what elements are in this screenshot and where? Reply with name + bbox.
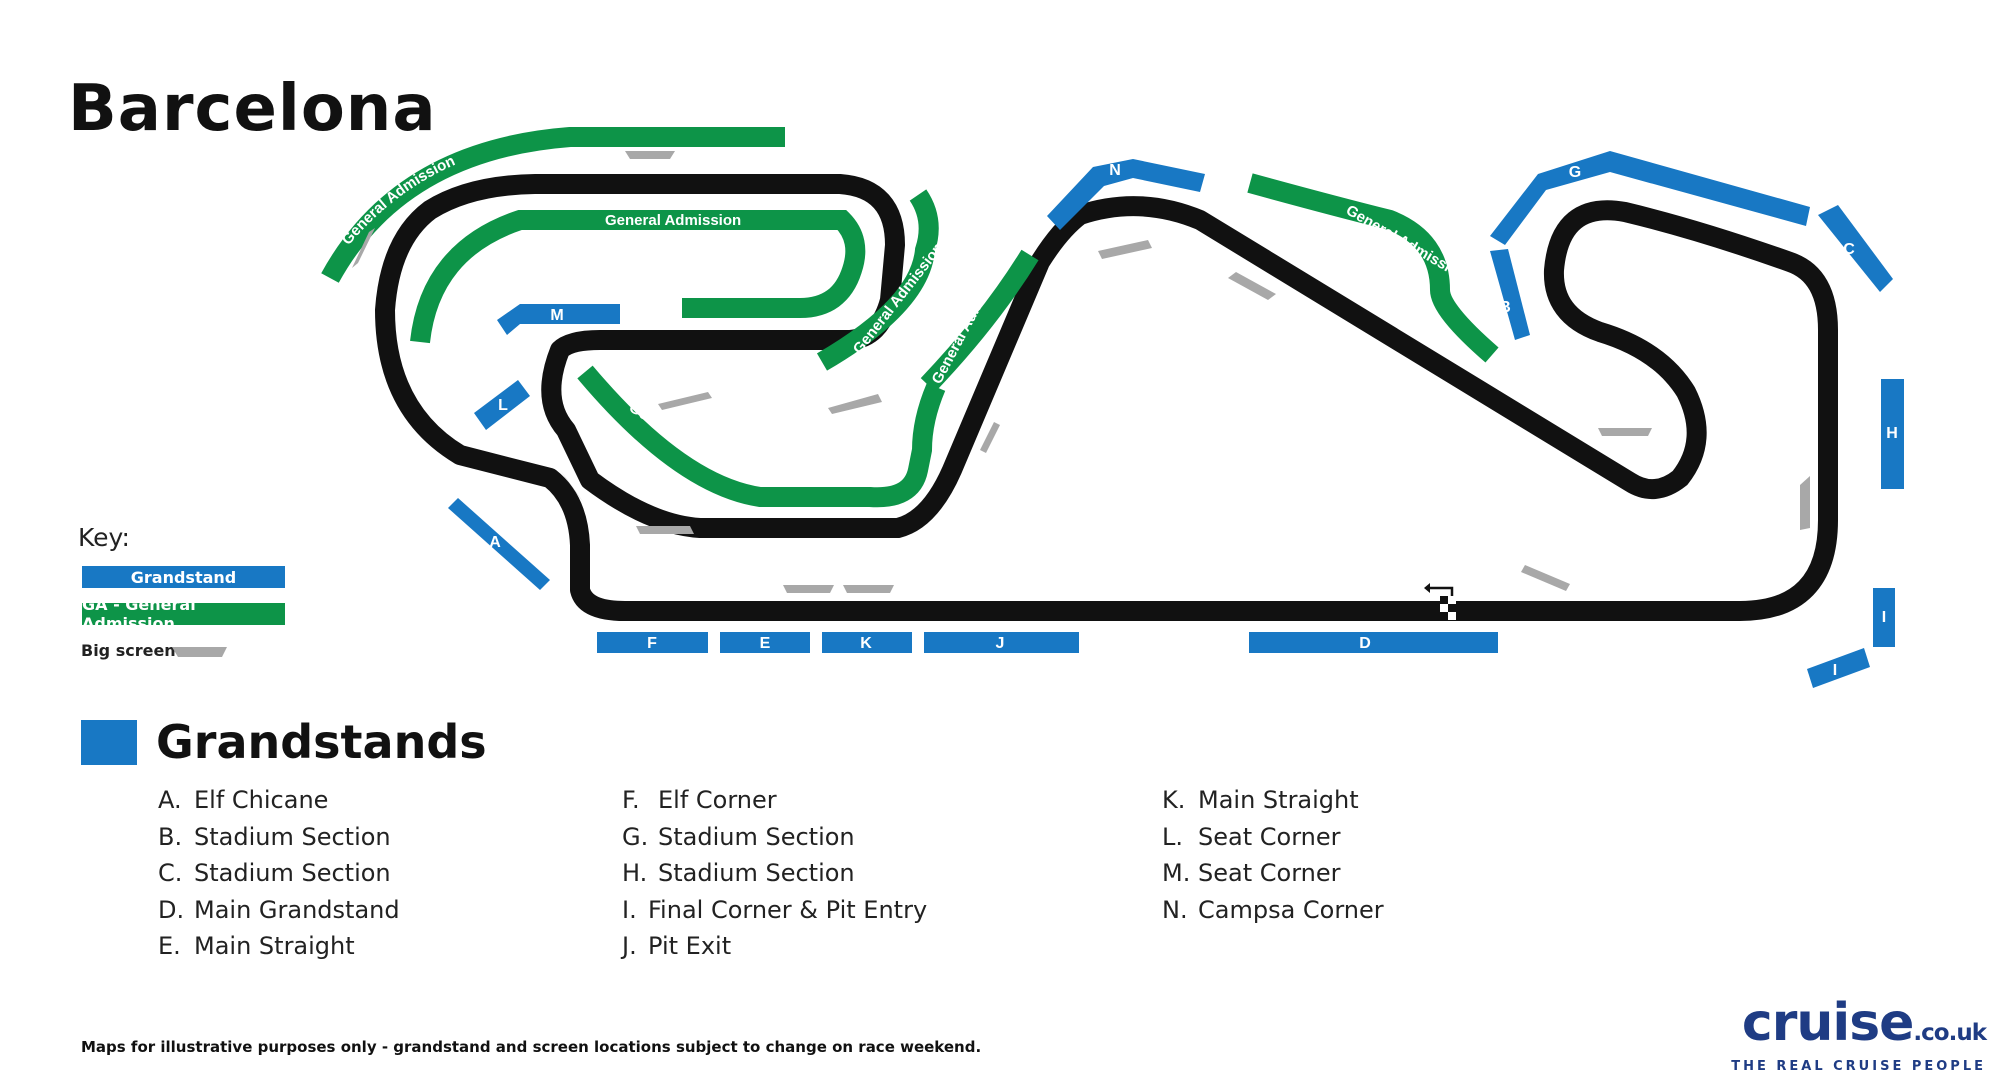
grandstand-a	[448, 498, 550, 590]
big-screen-icon	[828, 394, 882, 414]
checkered-flag-icon	[1424, 583, 1456, 620]
grandstand-g	[1490, 151, 1810, 245]
grandstand-n	[1047, 159, 1205, 230]
grandstand-list-item: K.Main Straight	[1162, 786, 1359, 814]
brand-logo: cruise.co.uk THE REAL CRUISE PEOPLE	[1731, 997, 1987, 1074]
disclaimer: Maps for illustrative purposes only - gr…	[81, 1038, 982, 1056]
big-screen-icon	[1598, 428, 1652, 436]
page-title: Barcelona	[68, 72, 437, 146]
big-screen-icon	[1521, 565, 1570, 591]
grandstand-letter: I	[1882, 609, 1886, 626]
big-screen-icon	[843, 585, 894, 593]
grandstand-list-item: G.Stadium Section	[622, 822, 855, 851]
ga-area-1	[321, 127, 785, 283]
grandstand-i-lower	[1807, 648, 1870, 688]
grandstand-list-item: B.Stadium Section	[158, 822, 391, 851]
key-big-screen-label: Big screen	[81, 641, 176, 660]
grandstand-letters: A B C D E F G H I I J K L M N	[489, 162, 1898, 679]
big-screen-icon	[1800, 476, 1810, 530]
grandstand-letter: D	[1359, 635, 1371, 652]
big-screen-icon	[783, 585, 834, 593]
grandstand-letter: E	[760, 635, 771, 652]
grandstand-letter: B	[1499, 299, 1511, 316]
grandstand-j	[924, 632, 1079, 653]
grandstand-letter: C	[1843, 241, 1855, 258]
grandstand-d	[1249, 632, 1498, 653]
grandstand-letter: I	[1833, 662, 1837, 679]
ga-label-2: General Admission	[605, 212, 741, 229]
big-screen-icon	[352, 228, 375, 268]
ga-area-4	[577, 365, 946, 508]
grandstand-list-item: M.Seat Corner	[1162, 859, 1341, 887]
grandstand-list-item: F.Elf Corner	[622, 786, 777, 814]
grandstand-list-col-3: K.Main Straight L.Seat Corner M.Seat Cor…	[1162, 782, 1384, 928]
grandstand-c	[1818, 205, 1893, 292]
big-screens	[352, 151, 1810, 593]
grandstand-list-item: C.Stadium Section	[158, 859, 391, 887]
grandstand-list-item: N.Campsa Corner	[1162, 895, 1384, 924]
grandstand-letter: J	[996, 635, 1005, 652]
big-screen-icon	[560, 470, 584, 503]
grandstand-list-col-1: A.Elf Chicane B.Stadium Section C.Stadiu…	[158, 782, 400, 965]
grandstand-letter: H	[1886, 425, 1898, 442]
key-heading: Key:	[78, 523, 130, 552]
ga-area-3	[816, 189, 939, 371]
grandstand-list-item: J.Pit Exit	[622, 932, 732, 960]
grandstand-b	[1490, 249, 1530, 340]
grandstand-letter: M	[550, 307, 563, 324]
big-screen-icon	[625, 151, 675, 159]
brand-word: cruise	[1741, 993, 1915, 1053]
grandstand-letter: L	[498, 397, 508, 414]
brand-tagline: THE REAL CRUISE PEOPLE	[1731, 1059, 1986, 1074]
grandstands-color-square	[81, 720, 137, 765]
grandstand-h	[1881, 379, 1904, 489]
key-ga-swatch: GA - General Admission	[82, 595, 285, 633]
grandstand-list-item: D.Main Grandstand	[158, 895, 400, 924]
grandstand-i-upper	[1873, 588, 1895, 647]
big-screen-icon	[636, 526, 694, 534]
key-grandstand-swatch: Grandstand	[82, 566, 285, 588]
grandstand-list-item: E.Main Straight	[158, 932, 355, 960]
grandstand-letter: N	[1109, 162, 1121, 179]
ga-area-6	[1247, 173, 1499, 363]
grandstand-list-col-2: F.Elf Corner G.Stadium Section H.Stadium…	[622, 782, 927, 965]
grandstands-layer	[448, 151, 1904, 688]
big-screen-icon	[658, 392, 712, 410]
grandstand-list-item: I.Final Corner & Pit Entry	[622, 895, 928, 924]
grandstand-letter: K	[860, 635, 872, 652]
race-track	[375, 174, 1838, 621]
grandstand-e	[720, 632, 810, 653]
big-screen-icon	[1228, 272, 1276, 300]
grandstands-heading: Grandstands	[156, 715, 487, 769]
grandstand-list-item: H.Stadium Section	[622, 859, 855, 887]
grandstand-f	[597, 632, 708, 653]
brand-tld: .co.uk	[1913, 1020, 1987, 1046]
big-screen-icon	[1098, 240, 1152, 259]
grandstand-list-item: A.Elf Chicane	[158, 786, 329, 814]
big-screen-icon	[172, 647, 227, 657]
general-admission-areas	[321, 127, 1499, 508]
grandstand-list-item: L.Seat Corner	[1162, 822, 1341, 851]
grandstand-l	[474, 380, 530, 430]
grandstand-letter: A	[489, 534, 501, 551]
big-screen-icon	[980, 422, 1000, 453]
ga-area-2	[410, 210, 866, 344]
ga-area-5	[920, 249, 1039, 392]
ga-label-6: General Admission	[1343, 202, 1469, 285]
grandstand-k	[822, 632, 912, 653]
grandstand-m	[497, 304, 620, 335]
grandstand-letter: F	[647, 635, 657, 652]
grandstand-letter: G	[1569, 164, 1581, 181]
